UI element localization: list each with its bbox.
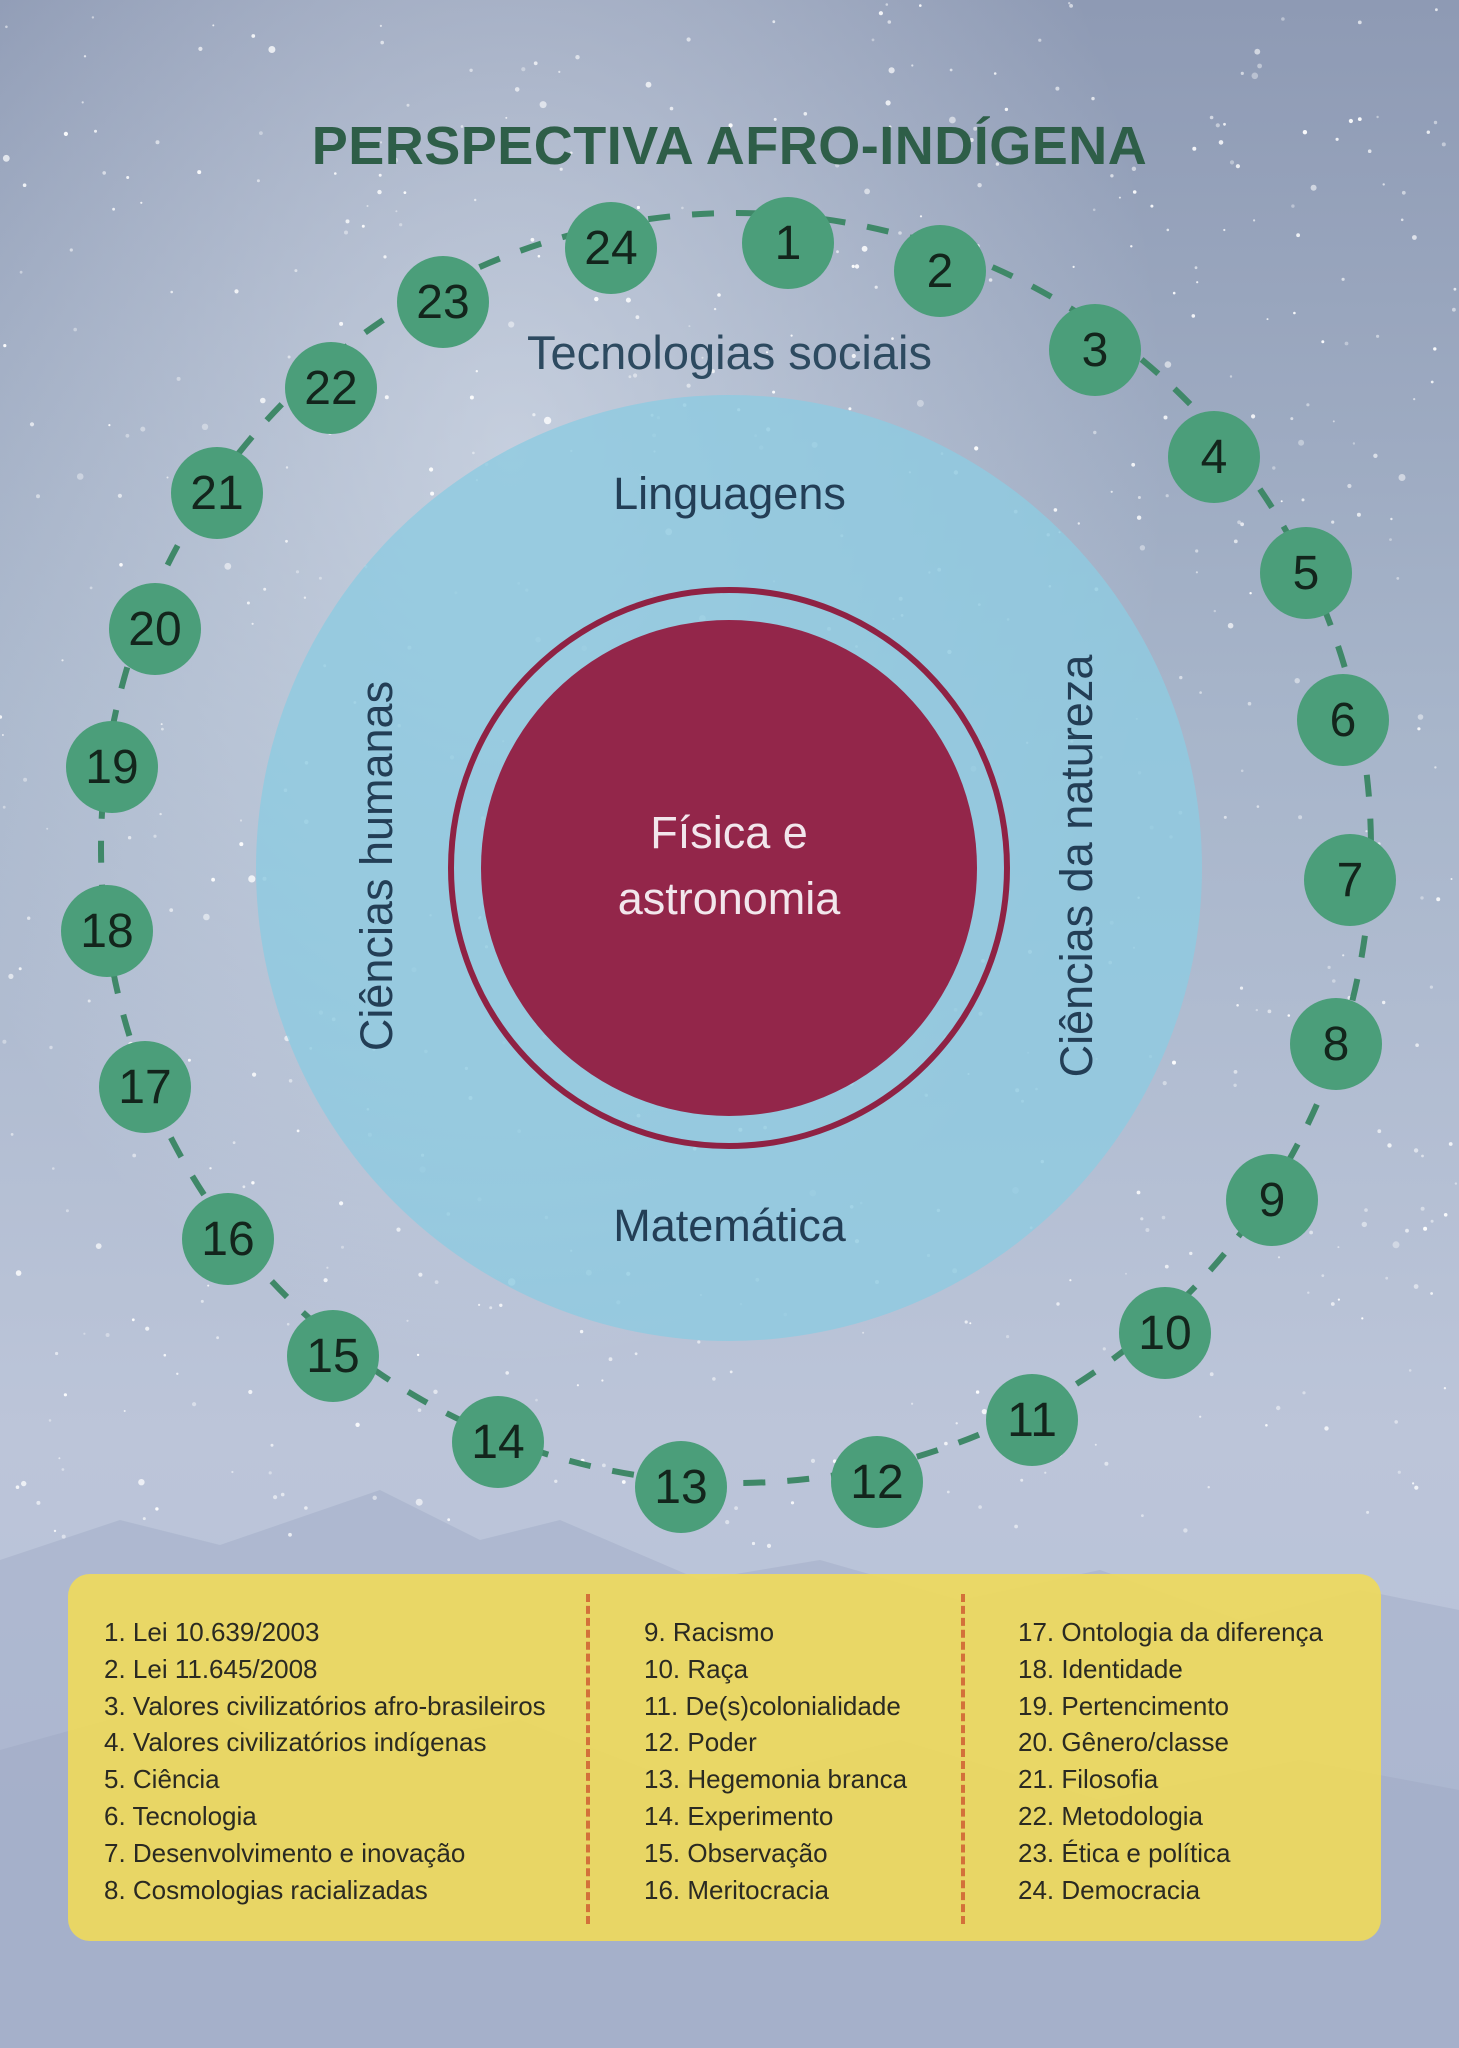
node-16: 16 [182, 1193, 274, 1285]
node-20: 20 [109, 583, 201, 675]
node-24: 24 [565, 202, 657, 294]
legend-item: 22. Metodologia [1018, 1800, 1204, 1831]
node-7: 7 [1304, 834, 1396, 926]
core-circle [481, 620, 977, 1116]
legend-item: 13. Hegemonia branca [644, 1764, 908, 1795]
node-13: 13 [635, 1441, 727, 1533]
node-18: 18 [61, 885, 153, 977]
node-17: 17 [99, 1041, 191, 1133]
legend-column-2: 9. Racismo 10. Raça 11. De(s)colonialidade… [644, 1614, 907, 1908]
node-12: 12 [831, 1436, 923, 1528]
legend-item: 19. Pertencimento [1018, 1690, 1230, 1721]
legend-item: 15. Observação [644, 1837, 828, 1868]
legend-item: 21. Filosofia [1018, 1764, 1159, 1795]
legend-divider [961, 1594, 965, 1924]
node-3: 3 [1049, 304, 1141, 396]
legend-item: 4. Valores civilizatórios indígenas [104, 1727, 487, 1758]
node-21: 21 [171, 447, 263, 539]
node-22: 22 [285, 342, 377, 434]
legend-item: 17. Ontologia da diferença [1018, 1617, 1323, 1647]
node-11: 11 [986, 1374, 1078, 1466]
legend-item: 18. Identidade [1018, 1653, 1183, 1684]
node-9: 9 [1226, 1154, 1318, 1246]
node-5: 5 [1260, 527, 1352, 619]
node-2: 2 [894, 225, 986, 317]
legend-item: 2. Lei 11.645/2008 [104, 1653, 318, 1684]
legend-item: 11. De(s)colonialidade [644, 1690, 901, 1721]
legend-item: 5. Ciência [104, 1764, 220, 1795]
legend-divider [586, 1594, 590, 1924]
legend-item: 14. Experimento [644, 1800, 834, 1831]
core-outer-ring [448, 587, 1010, 1149]
legend-item: 7. Desenvolvimento e inovação [104, 1837, 466, 1868]
legend-item: 23. Ética e política [1018, 1837, 1231, 1868]
node-1: 1 [742, 197, 834, 289]
label-linguagens: Linguagens [613, 468, 846, 519]
legend-item: 6. Tecnologia [104, 1800, 257, 1831]
page-title: PERSPECTIVA AFRO-INDÍGENA [311, 116, 1148, 176]
node-19: 19 [66, 721, 158, 813]
node-4: 4 [1168, 411, 1260, 503]
legend-item: 3. Valores civilizatórios afro-brasileir… [104, 1690, 546, 1721]
label-ciencias-humanas: Ciências humanas [351, 680, 402, 1052]
legend-box: 1. Lei 10.639/2003 2. Lei 11.645/2008 3. V… [68, 1574, 1381, 1941]
legend-item: 20. Gênero/classe [1018, 1727, 1230, 1758]
legend-item: 16. Meritocracia [644, 1874, 829, 1905]
label-fisica-astronomia: Física e astronomia [529, 800, 929, 932]
label-matematica: Matemática [613, 1200, 846, 1251]
label-ciencias-da-natureza: Ciências da natureza [1051, 654, 1102, 1078]
legend-column-3: 17. Ontologia da diferença 18. Identidade… [1018, 1614, 1323, 1908]
legend-item: 1. Lei 10.639/2003 [104, 1617, 320, 1647]
legend-item: 10. Raça [644, 1653, 749, 1684]
legend-item: 12. Poder [644, 1727, 757, 1758]
node-14: 14 [452, 1396, 544, 1488]
core-line-2: astronomia [617, 873, 841, 924]
node-10: 10 [1119, 1287, 1211, 1379]
legend-item: 9. Racismo [644, 1617, 775, 1647]
node-23: 23 [397, 256, 489, 348]
legend-item: 24. Democracia [1018, 1874, 1201, 1905]
core-line-1: Física e [650, 807, 808, 858]
node-8: 8 [1290, 998, 1382, 1090]
label-tecnologias-sociais: Tecnologias sociais [527, 326, 932, 379]
legend-column-1: 1. Lei 10.639/2003 2. Lei 11.645/2008 3. V… [104, 1614, 546, 1908]
node-15: 15 [287, 1310, 379, 1402]
legend-item: 8. Cosmologias racializadas [104, 1874, 428, 1905]
node-6: 6 [1297, 674, 1389, 766]
